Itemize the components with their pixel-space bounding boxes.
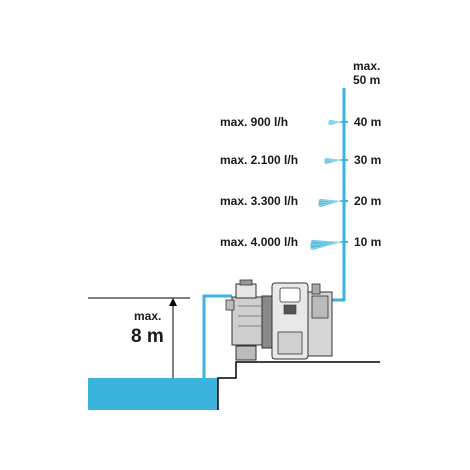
suction-label-max: max. [134,309,161,323]
suction-pipe [202,294,232,385]
water-spray-line [317,200,343,204]
outlet-flow-30: max. 2.100 l/h [220,153,298,167]
outlet-height-40: 40 m [354,115,381,129]
spray-group [309,120,348,250]
water-spray-line [327,121,343,125]
suction-arrow-head [169,298,177,306]
outlet-height-20: 20 m [354,194,381,208]
water-spray-line [323,159,343,164]
outlet-height-10: 10 m [354,235,381,249]
water-reservoir [88,378,218,410]
water-spray-line [317,199,343,202]
ground-line [217,361,380,410]
water-spray-line [309,240,343,243]
water-spray-line [309,241,343,246]
outlet-flow-40: max. 900 l/h [220,115,288,129]
pump-icon [225,279,333,361]
top-label-value: 50 m [353,73,380,87]
riser-pipe [330,88,346,302]
outlet-flow-20: max. 3.300 l/h [220,194,298,208]
water-spray-line [309,241,343,250]
suction-label-value: 8 m [131,326,164,347]
top-label-max: max. [353,59,380,73]
outlet-flow-10: max. 4.000 l/h [220,235,298,249]
water-spray-line [317,200,343,207]
outlet-height-30: 30 m [354,153,381,167]
